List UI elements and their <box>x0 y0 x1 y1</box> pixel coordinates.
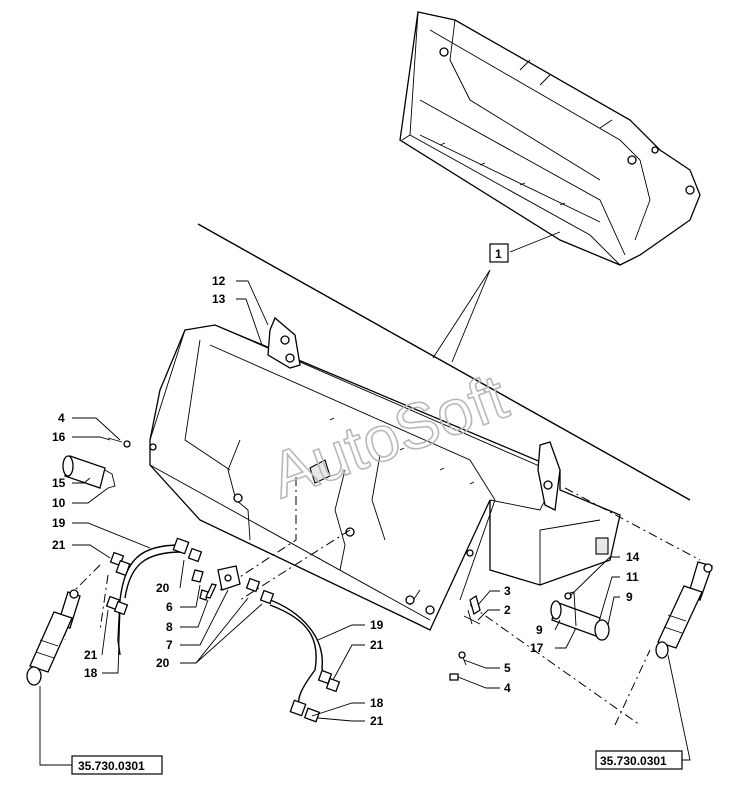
reference-label-left: 35.730.0301 <box>78 759 145 773</box>
callout-3: 3 <box>504 584 511 598</box>
callout-box-1 <box>489 243 509 263</box>
callout-19-right: 19 <box>370 618 384 632</box>
callout-21-bottom: 21 <box>370 714 384 728</box>
bucket-assembly-top <box>399 11 701 266</box>
fittings <box>62 437 610 723</box>
reference-label-right: 35.730.0301 <box>600 754 667 768</box>
callout-15: 15 <box>52 476 66 490</box>
section-divider-line <box>197 223 691 501</box>
callout-20-upper: 20 <box>156 581 170 595</box>
centre-lines <box>64 477 701 726</box>
callout-13: 13 <box>212 292 226 306</box>
reference-left: 35.730.0301 <box>71 755 163 775</box>
callout-6: 6 <box>166 600 173 614</box>
reference-box-right <box>595 750 683 770</box>
callout-14: 14 <box>626 550 640 564</box>
callout-19-left: 19 <box>52 516 66 530</box>
callout-7: 7 <box>166 638 173 652</box>
callout-5: 5 <box>504 661 511 675</box>
callout-17: 17 <box>530 641 544 655</box>
callout-20-lower: 20 <box>156 656 170 670</box>
callout-12: 12 <box>212 274 226 288</box>
callout-21-lower-left: 21 <box>84 648 98 662</box>
callout-21-mid: 21 <box>370 638 384 652</box>
callout-1: 1 <box>495 247 502 261</box>
callout-18-left: 18 <box>84 666 98 680</box>
callout-18-right: 18 <box>370 696 384 710</box>
callout-4-lower: 4 <box>504 681 511 695</box>
callout-9-left: 9 <box>536 623 543 637</box>
callout-10: 10 <box>52 496 66 510</box>
bucket-main <box>149 316 621 631</box>
leader-lines <box>39 280 691 766</box>
callout-11: 11 <box>626 570 639 584</box>
callout-21-left: 21 <box>52 538 66 552</box>
reference-box-left <box>71 755 163 775</box>
hydraulic-cylinder-right <box>655 561 713 659</box>
callout-1-leader <box>432 231 561 363</box>
callout-8: 8 <box>166 620 173 634</box>
reference-right: 35.730.0301 <box>595 750 683 770</box>
hydraulic-cylinder-left <box>26 589 81 686</box>
callout-4-upper: 4 <box>58 411 65 425</box>
callout-16: 16 <box>52 430 66 444</box>
callout-labels: 1 12 13 4 16 15 10 19 21 21 18 20 6 8 7 … <box>52 243 640 728</box>
callout-2: 2 <box>504 603 511 617</box>
callout-9-right: 9 <box>626 590 633 604</box>
